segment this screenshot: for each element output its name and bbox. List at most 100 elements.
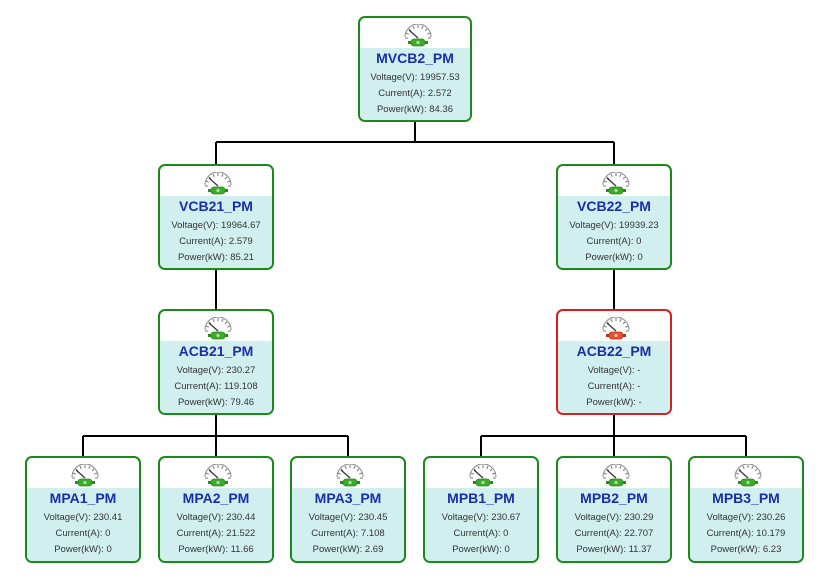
device-name: MPB1_PM — [447, 490, 515, 506]
current-row: Current(A): 10.179 — [706, 528, 786, 539]
voltage-label: Voltage(V) — [441, 512, 487, 523]
current-value: 21.522 — [226, 528, 256, 539]
gauge-red-icon — [600, 316, 632, 341]
power-label: Power(kW) — [177, 252, 225, 263]
current-value: 10.179 — [756, 528, 786, 539]
power-value: 0 — [637, 252, 643, 263]
power-label: Power(kW) — [710, 544, 758, 555]
node-panel — [558, 341, 670, 413]
current-label: Current(A) — [587, 381, 632, 392]
power-row: Power(kW): 85.21 — [177, 252, 255, 263]
power-label: Power(kW) — [312, 544, 360, 555]
device-name: MVCB2_PM — [376, 50, 454, 66]
current-label: Current(A) — [55, 528, 100, 539]
voltage-value: 230.26 — [756, 512, 786, 523]
power-value: 6.23 — [762, 544, 782, 555]
wire-acb22-bus — [480, 415, 747, 456]
power-label: Power(kW) — [376, 104, 424, 115]
current-row: Current(A): 7.108 — [311, 528, 385, 539]
power-label: Power(kW) — [586, 397, 634, 408]
voltage-label: Voltage(V) — [171, 220, 216, 231]
current-value: 0 — [503, 528, 509, 539]
voltage-value: 19964.67 — [221, 220, 261, 231]
current-value: 2.579 — [228, 236, 253, 247]
device-name: MPB3_PM — [712, 490, 780, 506]
voltage-row: Voltage(V): 230.45 — [308, 512, 388, 523]
node-panel — [558, 196, 670, 268]
gauge-green-icon — [402, 23, 434, 48]
current-row: Current(A): 0 — [55, 528, 111, 539]
power-label: Power(kW) — [177, 397, 225, 408]
wire-acb21-bus — [82, 415, 349, 456]
gauge-green-icon — [600, 463, 632, 488]
voltage-row: Voltage(V): - — [587, 365, 641, 376]
current-value: 22.707 — [624, 528, 654, 539]
voltage-value: 19957.53 — [420, 72, 460, 83]
current-label: Current(A) — [174, 381, 219, 392]
current-row: Current(A): 0 — [453, 528, 509, 539]
voltage-value: 230.29 — [624, 512, 654, 523]
power-row: Power(kW): 11.66 — [178, 544, 254, 555]
power-label: Power(kW) — [178, 544, 226, 555]
power-label: Power(kW) — [452, 544, 500, 555]
voltage-label: Voltage(V) — [569, 220, 614, 231]
power-value: 0 — [106, 544, 112, 555]
voltage-row: Voltage(V): 230.26 — [706, 512, 786, 523]
power-row: Power(kW): 79.46 — [177, 397, 255, 408]
voltage-value: 230.67 — [491, 512, 521, 523]
device-name: MPA3_PM — [314, 490, 382, 506]
voltage-value: 230.41 — [93, 512, 123, 523]
current-row: Current(A): 2.579 — [179, 236, 253, 247]
current-label: Current(A) — [179, 236, 224, 247]
voltage-row: Voltage(V): 230.29 — [574, 512, 654, 523]
power-row: Power(kW): 84.36 — [376, 104, 454, 115]
current-row: Current(A): 22.707 — [574, 528, 654, 539]
node-panel — [292, 488, 404, 561]
current-row: Current(A): 2.572 — [378, 88, 452, 99]
current-value: 119.108 — [223, 381, 258, 392]
gauge-green-icon — [467, 463, 499, 488]
current-row: Current(A): 0 — [586, 236, 642, 247]
voltage-label: Voltage(V) — [706, 512, 752, 523]
voltage-row: Voltage(V): 230.27 — [176, 365, 256, 376]
gauge-green-icon — [202, 463, 234, 488]
voltage-label: Voltage(V) — [370, 72, 415, 83]
gauge-green-icon — [202, 171, 234, 196]
current-label: Current(A) — [586, 236, 631, 247]
current-value: 0 — [636, 236, 642, 247]
voltage-row: Voltage(V): 19964.67 — [171, 220, 261, 231]
gauge-green-icon — [334, 463, 366, 488]
power-value: 85.21 — [230, 252, 255, 263]
power-row: Power(kW): - — [586, 397, 642, 408]
current-label: Current(A) — [574, 528, 619, 539]
node-acb22-pm[interactable]: ACB22_PM Voltage(V): - Current(A): - Power(… — [556, 309, 672, 415]
voltage-value: 230.27 — [226, 365, 256, 376]
current-label: Current(A) — [378, 88, 423, 99]
device-name: ACB22_PM — [576, 343, 652, 359]
power-value: 84.36 — [429, 104, 454, 115]
wire-mvcb2-bus — [215, 122, 615, 164]
current-row: Current(A): - — [587, 381, 641, 392]
power-value: 0 — [504, 544, 510, 555]
device-name: MPA1_PM — [49, 490, 117, 506]
current-label: Current(A) — [311, 528, 356, 539]
voltage-value: 230.44 — [226, 512, 256, 523]
voltage-label: Voltage(V) — [574, 512, 620, 523]
power-value: 11.37 — [628, 544, 652, 555]
node-panel — [558, 488, 670, 561]
voltage-label: Voltage(V) — [176, 512, 222, 523]
power-row: Power(kW): 6.23 — [710, 544, 782, 555]
power-label: Power(kW) — [576, 544, 624, 555]
power-label: Power(kW) — [54, 544, 102, 555]
